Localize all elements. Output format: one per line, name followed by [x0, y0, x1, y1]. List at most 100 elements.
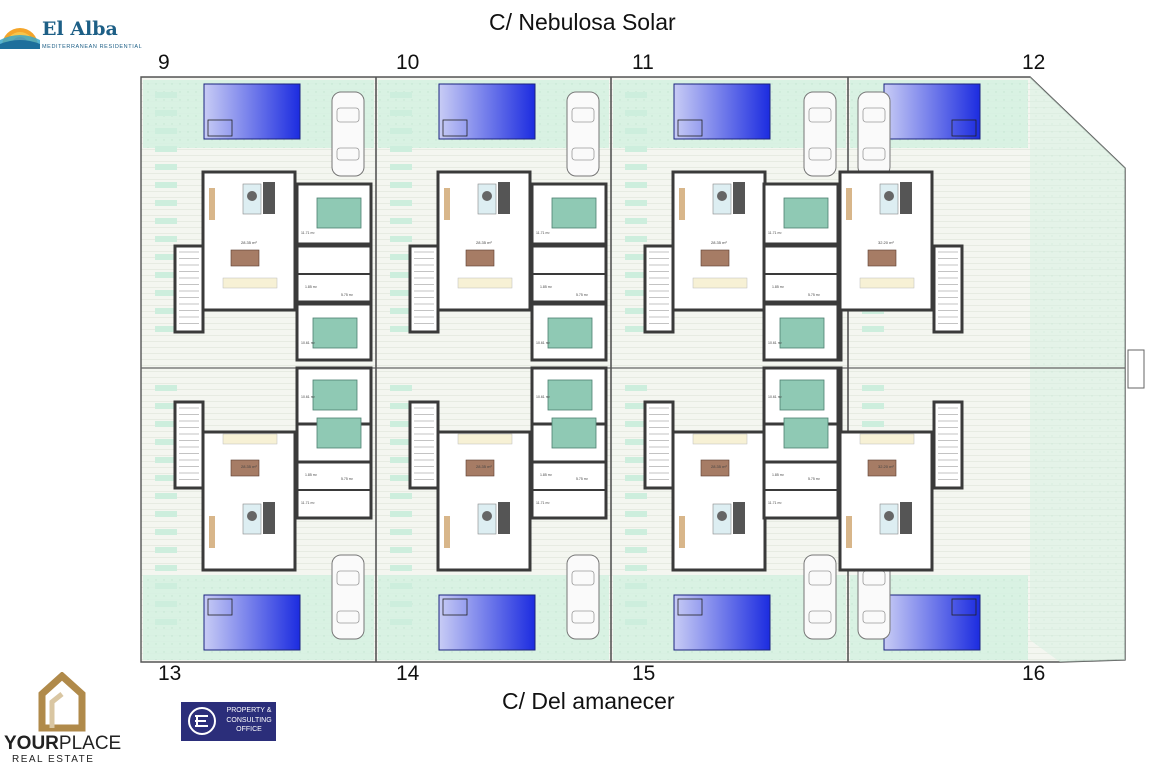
pool-steps [207, 598, 233, 616]
lawn-strip [625, 601, 647, 607]
car-icon [331, 554, 365, 640]
lawn-strip [625, 218, 647, 224]
lawn-strip [625, 110, 647, 116]
area-label: 11.71 m² [301, 231, 315, 235]
lawn-strip [625, 565, 647, 571]
sofa-icon [498, 182, 510, 214]
lawn-strip [155, 308, 177, 314]
car-rear-window [571, 147, 595, 161]
kitchen-counter [692, 277, 748, 289]
area-label: 11.71 m² [536, 501, 550, 505]
lawn-strip [390, 511, 412, 517]
car-windshield [336, 107, 360, 123]
pool-steps [677, 598, 703, 616]
pool [438, 83, 536, 140]
lawn-strip [625, 164, 647, 170]
bed-icon [551, 417, 597, 449]
plot-number-11: 11 [632, 51, 654, 74]
bed-icon [547, 379, 593, 411]
plot-number-13: 13 [158, 662, 182, 685]
lawn-strip [625, 529, 647, 535]
sofa-icon [900, 182, 912, 214]
car-windshield [571, 107, 595, 123]
lawn-strip [390, 421, 412, 427]
lawn-strip [155, 475, 177, 481]
dining-table-icon [867, 459, 897, 477]
car-icon [857, 91, 891, 177]
street-name-north: C/ Nebulosa Solar [489, 9, 676, 35]
lawn-strip [390, 164, 412, 170]
plot-number-16: 16 [1022, 662, 1046, 685]
lawn-strip [155, 218, 177, 224]
area-label: 1.85 m² [772, 285, 785, 289]
lawn-strip [862, 421, 884, 427]
staircase [408, 244, 440, 334]
car-rear-window [808, 610, 832, 624]
lawn-strip [155, 529, 177, 535]
lawn-strip [390, 128, 412, 134]
bed-icon [547, 317, 593, 349]
car-windshield [862, 107, 886, 123]
lawn-strip [155, 493, 177, 499]
pool-steps [207, 119, 233, 137]
lawn-strip [625, 439, 647, 445]
car-icon [331, 91, 365, 177]
area-label: 11.71 m² [536, 231, 550, 235]
armchair-icon [884, 511, 894, 521]
lawn-strip [625, 254, 647, 260]
lawn-strip [390, 236, 412, 242]
area-label: 1.85 m² [305, 473, 318, 477]
car-icon [566, 554, 600, 640]
lawn-strip [625, 290, 647, 296]
lawn-strip [625, 128, 647, 134]
area-label: 5.75 m² [341, 293, 354, 297]
area-label: 5.75 m² [341, 477, 354, 481]
car-icon [803, 91, 837, 177]
car-windshield [571, 570, 595, 586]
lawn-strip [155, 272, 177, 278]
lawn-strip [390, 182, 412, 188]
tv-unit [444, 516, 450, 548]
plot-number-14: 14 [396, 662, 420, 685]
tv-unit [209, 188, 215, 220]
area-label: 28.35 m² [476, 464, 492, 469]
car-rear-window [808, 147, 832, 161]
area-label: 5.75 m² [808, 293, 821, 297]
area-label: 11.71 m² [768, 501, 782, 505]
lawn-strip [390, 547, 412, 553]
lawn-strip [390, 439, 412, 445]
sofa-icon [733, 502, 745, 534]
dining-table-icon [230, 249, 260, 267]
lawn-strip [862, 326, 884, 332]
developer-name: El Alba [42, 18, 118, 40]
lawn-strip [625, 92, 647, 98]
area-label: 28.35 m² [476, 240, 492, 245]
area-label: 10.61 m² [536, 341, 551, 345]
plot-number-12: 12 [1022, 51, 1046, 74]
staircase [643, 244, 675, 334]
lawn-strip [155, 110, 177, 116]
lawn-strip [155, 547, 177, 553]
bed-icon [312, 317, 358, 349]
kitchen-counter [222, 277, 278, 289]
area-label: 32.20 m² [878, 240, 894, 245]
dining-table-icon [465, 459, 495, 477]
lawn-strip [155, 92, 177, 98]
armchair-icon [717, 511, 727, 521]
lawn-strip [155, 403, 177, 409]
kitchen-counter [692, 433, 748, 445]
lawn-strip [155, 326, 177, 332]
area-label: 10.61 m² [301, 395, 316, 399]
pool [203, 594, 301, 651]
armchair-icon [482, 511, 492, 521]
kitchen-counter [457, 277, 513, 289]
car-rear-window [862, 610, 886, 624]
area-label: 5.75 m² [576, 477, 589, 481]
